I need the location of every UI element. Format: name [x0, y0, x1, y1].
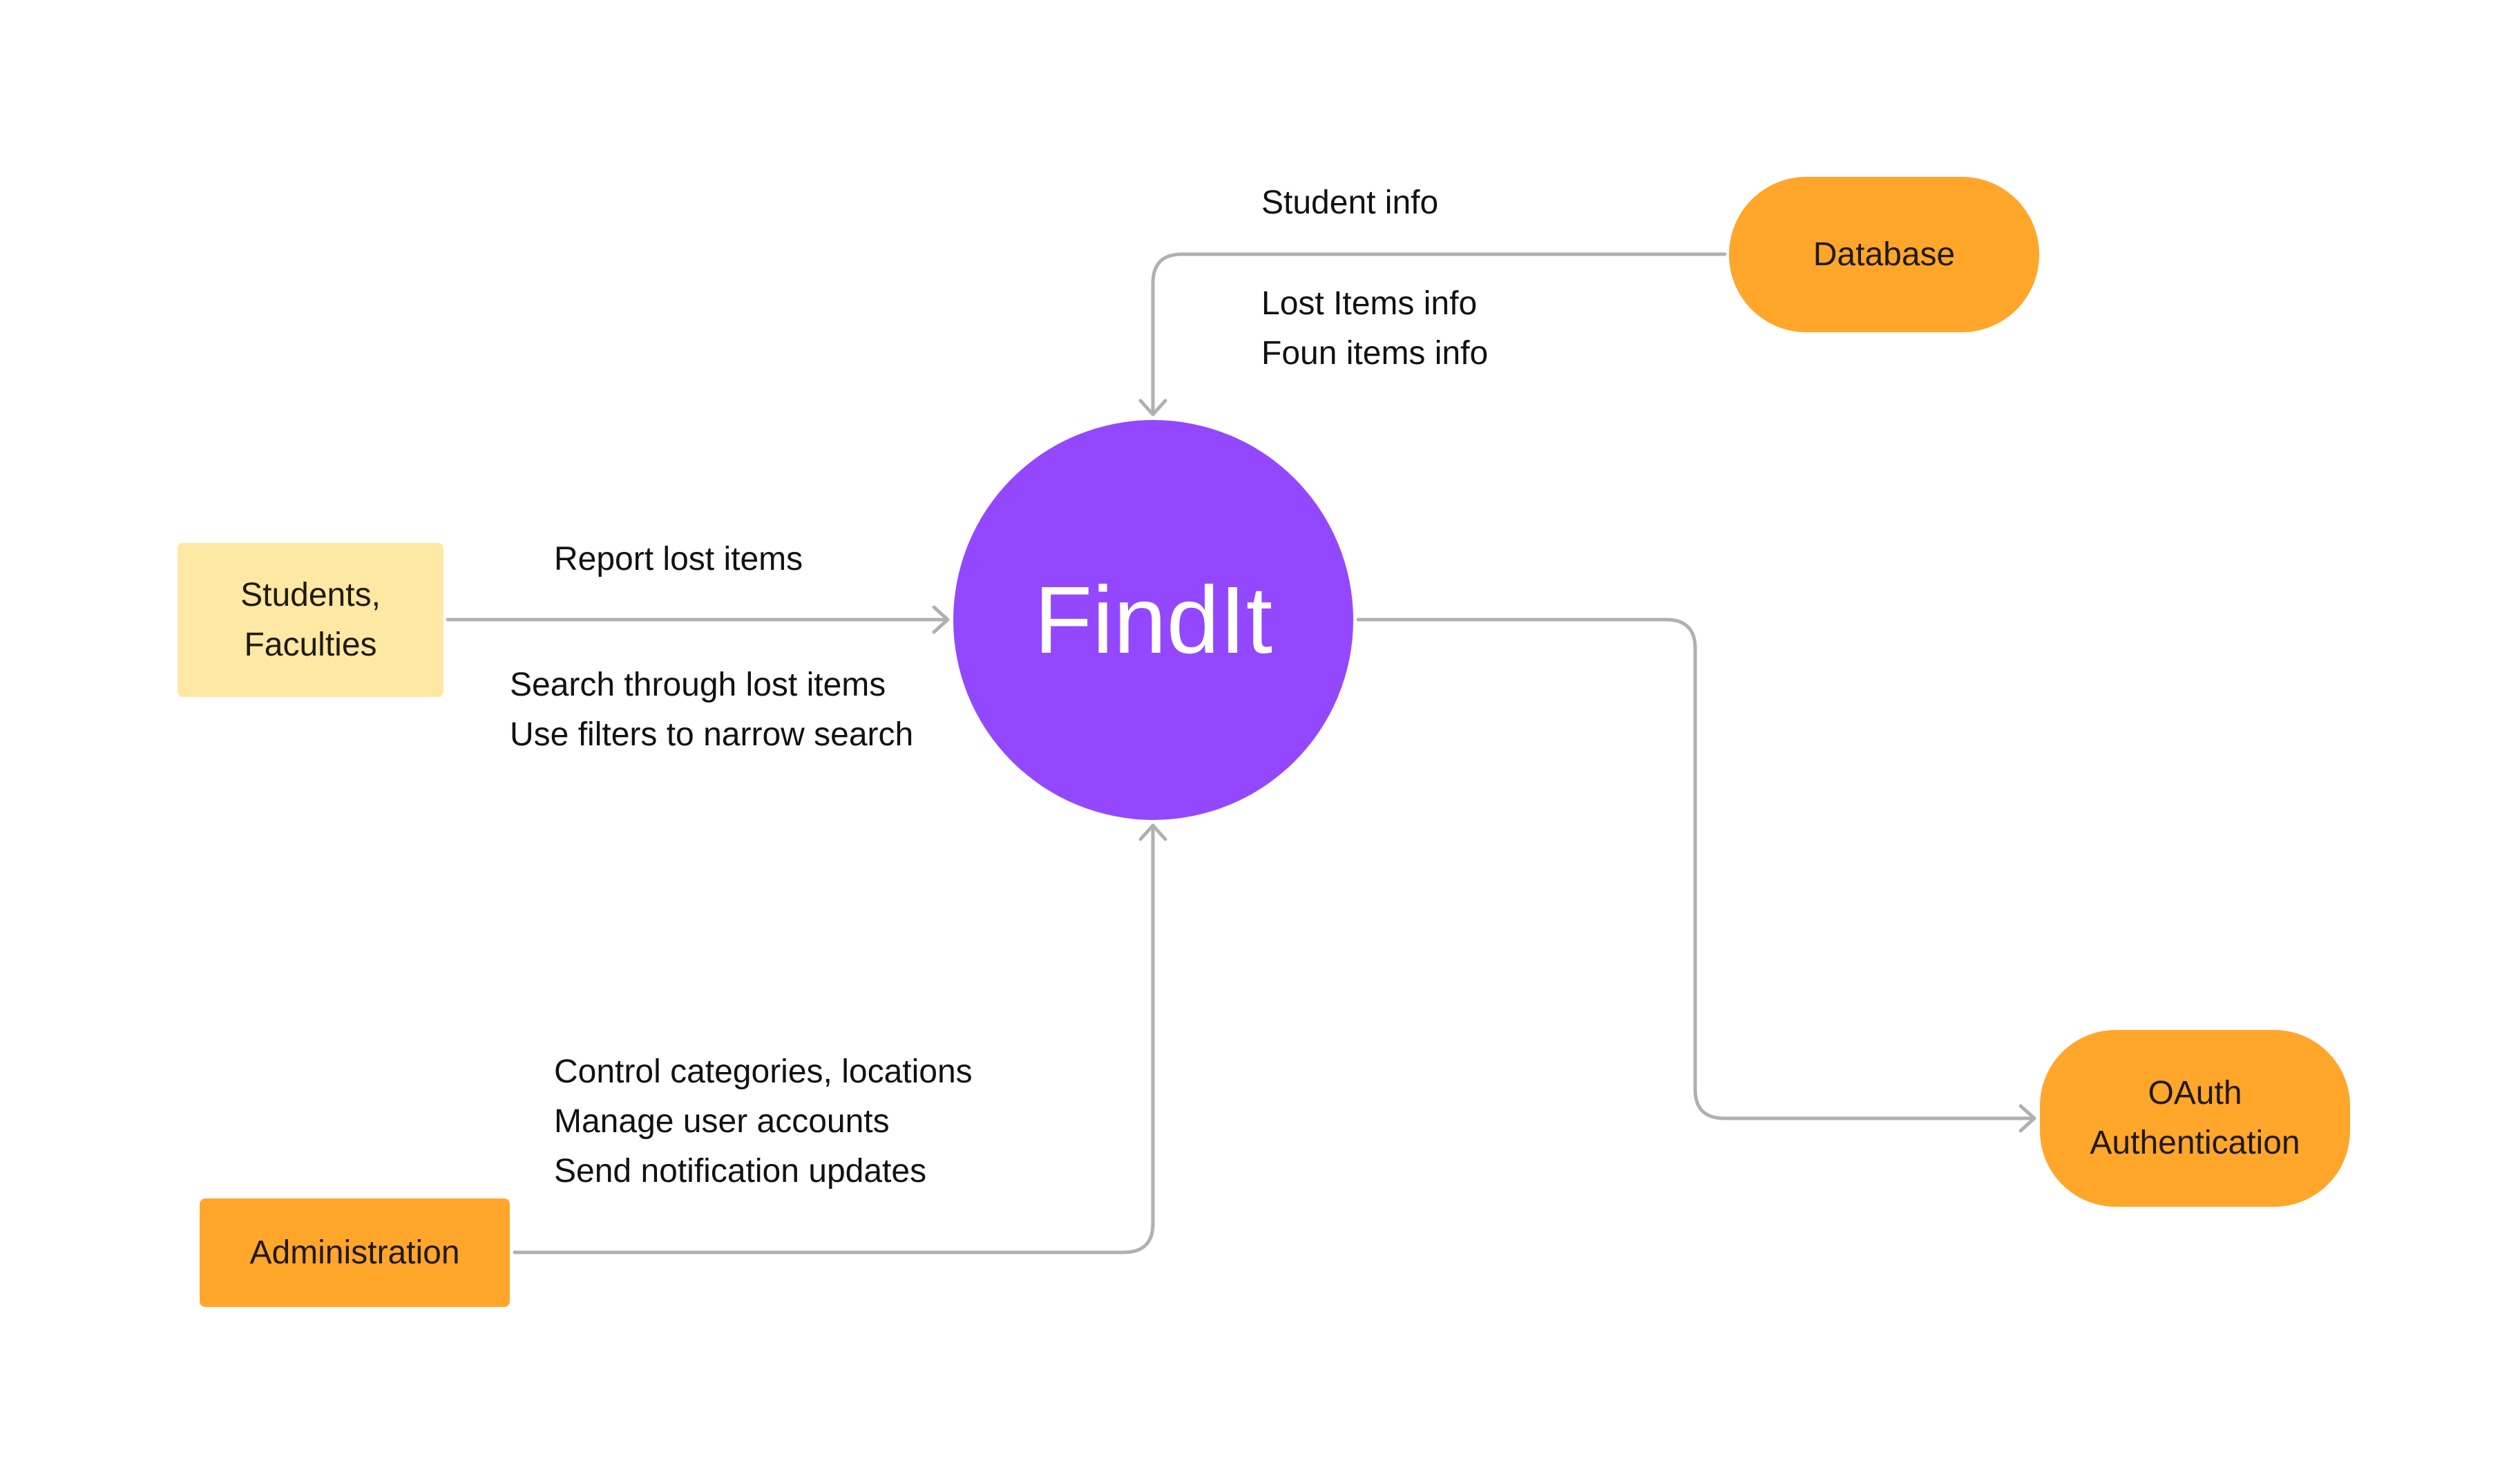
- flow-text-search-lost-items: Search through lost items: [510, 667, 886, 703]
- flow-text-found-items-info: Foun items info: [1261, 335, 1489, 372]
- admin-flow-label: Control categories, locations Manage use…: [554, 1047, 973, 1196]
- oauth-entity-line-1: OAuth: [2148, 1075, 2242, 1111]
- database-entity: Database: [1729, 177, 2039, 332]
- admin-to-findit-arrowhead: [1138, 823, 1167, 841]
- flow-text-lost-items-info: Lost Items info: [1261, 285, 1478, 322]
- database-entity-label: Database: [1813, 236, 1956, 273]
- students-faculties-entity: Students, Faculties: [178, 543, 443, 697]
- students-entity-line-2: Faculties: [244, 626, 377, 663]
- findit-to-oauth-arrowhead: [2018, 1104, 2036, 1133]
- findit-process-label: FindIt: [1033, 566, 1273, 673]
- students-flow-label-below: Search through lost items Use filters to…: [510, 660, 913, 760]
- flow-text-manage-accounts: Manage user accounts: [554, 1103, 890, 1140]
- flow-text-control-categories: Control categories, locations: [554, 1053, 973, 1090]
- flow-text-report-lost-items: Report lost items: [554, 541, 803, 577]
- flow-text-send-notifications: Send notification updates: [554, 1153, 927, 1189]
- oauth-entity-line-2: Authentication: [2090, 1125, 2300, 1161]
- administration-entity-label: Administration: [249, 1234, 460, 1271]
- findit-process: FindIt: [953, 420, 1353, 820]
- oauth-authentication-entity: OAuth Authentication: [2040, 1030, 2350, 1207]
- database-to-findit-arrowhead: [1138, 399, 1167, 417]
- findit-to-oauth-arrow: [1356, 618, 2035, 1120]
- database-flow-label-above: Student info: [1261, 178, 1438, 228]
- students-flow-label-above: Report lost items: [554, 535, 803, 584]
- students-to-findit-arrowhead: [932, 605, 950, 634]
- flow-text-use-filters: Use filters to narrow search: [510, 716, 914, 753]
- administration-entity: Administration: [200, 1198, 510, 1307]
- database-flow-label-below: Lost Items info Foun items info: [1261, 279, 1488, 379]
- students-entity-line-1: Students,: [240, 576, 381, 613]
- flow-text-student-info: Student info: [1261, 184, 1439, 221]
